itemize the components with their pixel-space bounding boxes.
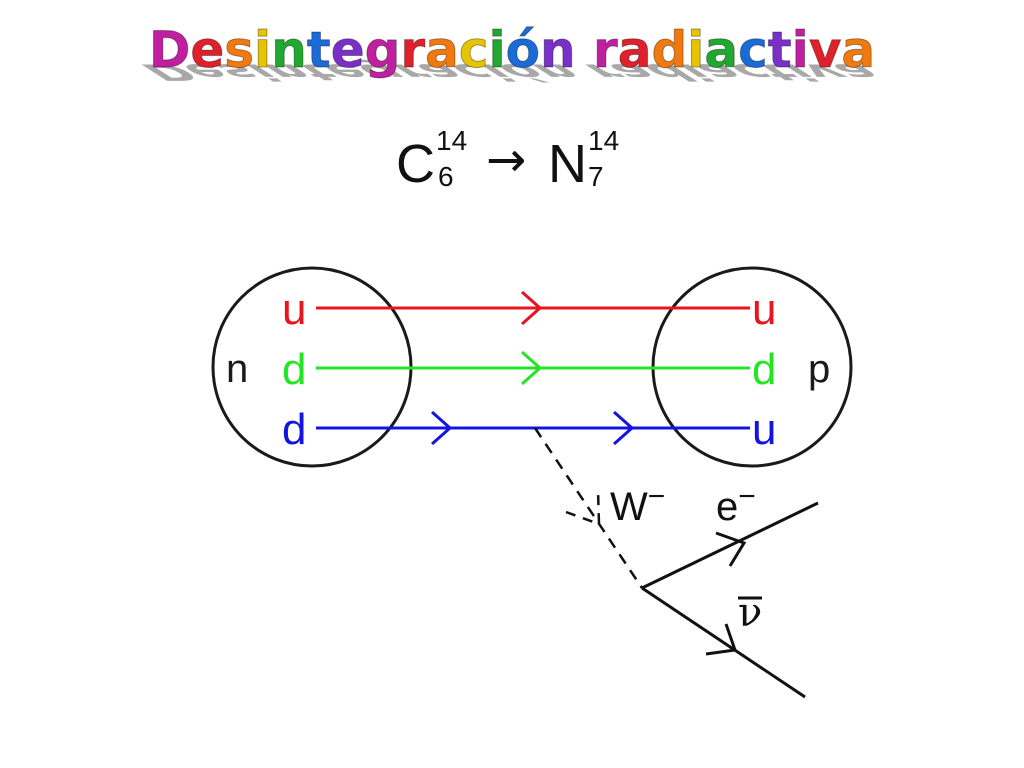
neutron-label: n	[226, 347, 248, 391]
reactant-symbol: C	[396, 134, 435, 194]
quark-label-right: d	[752, 345, 776, 394]
quark-label-left: d	[282, 405, 306, 454]
title-letter: s	[224, 21, 255, 79]
product-atomic-number: 7	[588, 161, 604, 192]
quark-label-right: u	[752, 285, 776, 334]
electron-label: e−	[716, 480, 756, 529]
product-mass-number: 14	[588, 125, 619, 156]
title-letter: t	[306, 21, 331, 79]
reaction-arrow: →	[486, 132, 526, 188]
title-letter: a	[617, 21, 652, 79]
antineutrino-arrow-icon	[705, 623, 738, 656]
quark-arrow-icon	[613, 410, 635, 446]
title-letter: ó	[505, 21, 540, 79]
title-letter: i	[254, 21, 272, 79]
quark-label-right: u	[752, 405, 776, 454]
quark-arrow-icon	[521, 350, 543, 386]
electron-line	[641, 501, 819, 590]
title-letter: a	[704, 21, 739, 79]
title-letter: v	[808, 21, 842, 79]
title-letter: a	[425, 21, 460, 79]
title-letter: e	[330, 21, 365, 79]
reactant-atomic-number: 6	[438, 161, 454, 192]
antineutrino-symbol: ν	[738, 590, 762, 636]
title-letter: i	[791, 21, 809, 79]
title-letter: c	[458, 21, 489, 79]
antineutrino-label: ν	[738, 590, 762, 636]
w-boson-arrow-icon	[565, 489, 601, 526]
nuclear-equation: C 14 6 → N 14 7	[396, 125, 619, 194]
title-letter: n	[539, 21, 576, 79]
quark-label-left: u	[282, 285, 306, 334]
quark-label-left: d	[282, 345, 306, 394]
product-symbol: N	[548, 134, 587, 194]
title-letter: i	[687, 21, 705, 79]
title-letter: r	[400, 21, 426, 79]
antineutrino-line	[641, 586, 806, 699]
title-letter: n	[271, 21, 308, 79]
title-letter: i	[488, 21, 506, 79]
title-letter: g	[364, 21, 401, 79]
title-block: Desintegración radiactiva Desintegración…	[0, 22, 1024, 102]
title-letter: e	[190, 21, 225, 79]
title-letter: r	[593, 21, 619, 79]
quark-arrow-icon	[431, 410, 453, 446]
proton-label: p	[808, 347, 830, 391]
w-boson-propagator	[533, 427, 644, 589]
w-boson-label: W−	[610, 480, 665, 529]
title-letter: d	[651, 21, 688, 79]
title-letter: a	[841, 21, 876, 79]
page-title: Desintegración radiactiva	[0, 21, 1024, 79]
electron-arrow-icon	[715, 531, 747, 567]
title-letter: c	[738, 21, 769, 79]
title-letter: D	[148, 21, 191, 79]
quark-arrow-icon	[521, 290, 543, 326]
title-letter: t	[767, 21, 792, 79]
reactant-mass-number: 14	[436, 125, 467, 156]
